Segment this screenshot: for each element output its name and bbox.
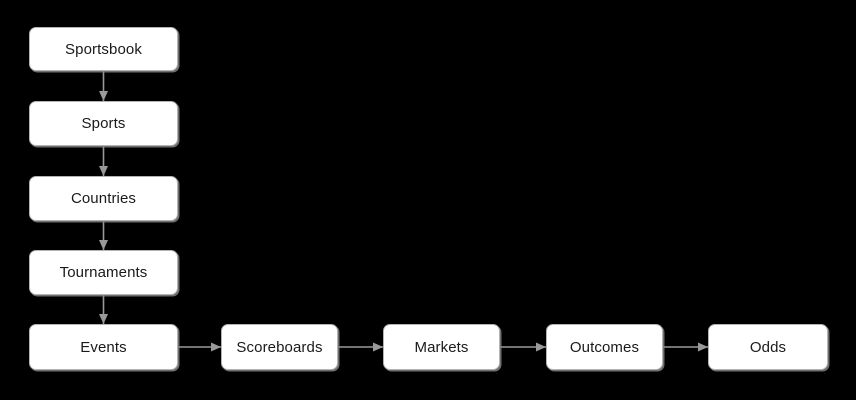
node-sports[interactable]: Sports bbox=[29, 101, 178, 146]
node-label-tournaments: Tournaments bbox=[59, 264, 148, 281]
node-outcomes[interactable]: Outcomes bbox=[546, 324, 663, 370]
node-label-countries: Countries bbox=[70, 190, 137, 207]
node-label-markets: Markets bbox=[414, 338, 469, 356]
node-sportsbook[interactable]: Sportsbook bbox=[29, 27, 178, 71]
node-markets[interactable]: Markets bbox=[383, 324, 500, 370]
node-label-sports: Sports bbox=[81, 115, 126, 132]
node-label-events: Events bbox=[80, 338, 127, 356]
node-scoreboards[interactable]: Scoreboards bbox=[221, 324, 338, 370]
node-events[interactable]: Events bbox=[29, 324, 178, 370]
node-label-scoreboards: Scoreboards bbox=[236, 338, 323, 356]
node-countries[interactable]: Countries bbox=[29, 176, 178, 221]
node-label-odds: Odds bbox=[749, 338, 787, 356]
node-tournaments[interactable]: Tournaments bbox=[29, 250, 178, 295]
node-label-sportsbook: Sportsbook bbox=[65, 40, 142, 58]
node-label-outcomes: Outcomes bbox=[569, 338, 640, 356]
node-odds[interactable]: Odds bbox=[708, 324, 828, 370]
